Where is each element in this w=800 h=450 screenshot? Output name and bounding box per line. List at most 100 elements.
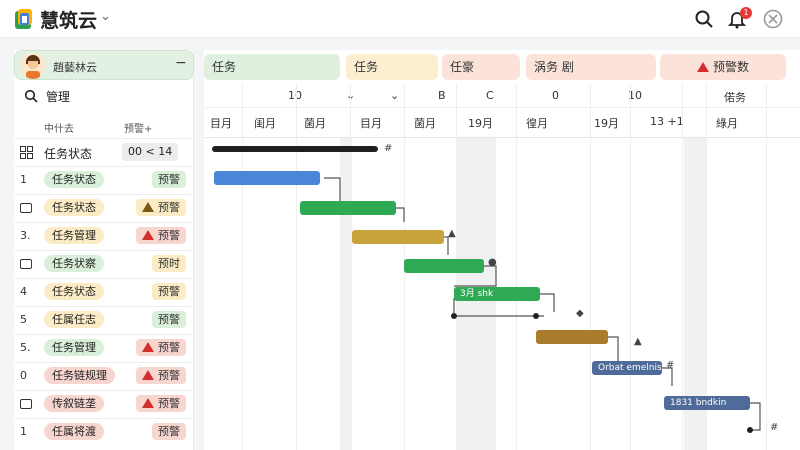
task-row[interactable]: 任务状态 预警	[14, 194, 194, 222]
user-menu-icon[interactable]	[763, 9, 783, 29]
gantt-bar[interactable]: 3月 shk	[454, 287, 540, 301]
bell-icon[interactable]	[727, 9, 747, 29]
status-text: 预警	[158, 173, 180, 186]
scale-top-label[interactable]: 10	[288, 89, 302, 102]
task-name-pill[interactable]: 传叙链垄	[44, 395, 104, 412]
scale-top-label[interactable]: 偌务	[724, 91, 746, 104]
status-text: 预时	[158, 257, 180, 270]
task-row[interactable]: 0 任务链规理 预警	[14, 362, 194, 390]
column-header-name[interactable]: 中什去	[44, 124, 74, 135]
milestone-marker[interactable]: #	[666, 360, 675, 371]
gantt-bar[interactable]	[214, 171, 320, 185]
status-badge[interactable]: 预警	[136, 199, 186, 216]
scale-top-label[interactable]: C	[486, 89, 494, 102]
warning-icon	[142, 370, 154, 380]
gantt-tab-1[interactable]: 任务	[346, 54, 438, 80]
scale-bottom-label[interactable]: 19月	[594, 117, 619, 130]
scale-top-label[interactable]: ⌄	[390, 89, 400, 102]
scale-top-label[interactable]: 0	[552, 89, 559, 102]
scale-bottom-label[interactable]: 菌月	[304, 117, 326, 130]
gantt-bar[interactable]	[212, 146, 378, 152]
status-badge[interactable]: 预时	[152, 255, 186, 272]
status-text: 预警	[158, 397, 180, 410]
status-badge[interactable]: 预警	[136, 367, 186, 384]
gantt-bar[interactable]	[404, 259, 484, 273]
task-name-pill[interactable]: 任务状态	[44, 199, 104, 216]
status-text: 预警	[158, 369, 180, 382]
task-name-pill[interactable]: 任属将渡	[44, 423, 104, 440]
top-bar: 慧筑云 ⌄ 1	[0, 0, 800, 38]
task-name-pill[interactable]: 任务状态	[44, 283, 104, 300]
scale-bottom-label[interactable]: 綠月	[716, 117, 738, 130]
status-badge[interactable]: 预警	[136, 339, 186, 356]
gridline	[516, 84, 517, 450]
milestone-marker[interactable]: #	[770, 422, 779, 433]
status-badge[interactable]: 预警	[152, 423, 186, 440]
gantt-bar[interactable]: Orbat emelnis	[592, 361, 662, 375]
gantt-tab-label: 任务	[354, 60, 379, 74]
gridline	[766, 84, 767, 450]
summary-row[interactable]: 任务状态 00 < 14	[14, 138, 194, 166]
status-badge[interactable]: 预警	[152, 171, 186, 188]
chevron-down-icon[interactable]: ⌄	[100, 9, 111, 24]
search-icon[interactable]	[694, 9, 714, 29]
status-badge[interactable]: 预警	[136, 395, 186, 412]
scale-bottom-label[interactable]: 徨月	[526, 117, 548, 130]
gantt-bar[interactable]	[536, 330, 608, 344]
link-node	[747, 427, 753, 433]
scale-top-label[interactable]: B	[438, 89, 446, 102]
task-row[interactable]: 3.任务管理预警	[14, 222, 194, 250]
gantt-tab-3[interactable]: 涡务 剧	[526, 54, 656, 80]
task-name-pill[interactable]: 任属任志	[44, 311, 104, 328]
milestone-marker[interactable]: ●	[488, 257, 497, 268]
gantt-tab-0[interactable]: 任务	[204, 54, 340, 80]
milestone-marker[interactable]: ▲	[634, 336, 642, 347]
task-row[interactable]: 5 任属任志 预警	[14, 306, 194, 334]
gantt-tab-2[interactable]: 任豪	[442, 54, 520, 80]
gantt-bar[interactable]	[300, 201, 396, 215]
user-card[interactable]: 趙藝林云 −	[14, 50, 194, 80]
collapse-button[interactable]: −	[175, 55, 187, 71]
task-row[interactable]: 任务状察 预时	[14, 250, 194, 278]
status-badge[interactable]: 预警	[136, 227, 186, 244]
app-title[interactable]: 慧筑云	[40, 10, 98, 32]
gantt-bar[interactable]: 1831 bndkin	[664, 396, 750, 410]
dependency-link	[540, 293, 555, 312]
dependency-link	[444, 236, 449, 255]
avatar	[21, 53, 45, 79]
task-name-pill[interactable]: 任务状察	[44, 255, 104, 272]
task-name-pill[interactable]: 任务链规理	[44, 367, 115, 384]
summary-value[interactable]: 00 < 14	[122, 143, 179, 161]
status-text: 预警	[158, 313, 180, 326]
status-badge[interactable]: 预警	[152, 283, 186, 300]
task-name-pill[interactable]: 任务管理	[44, 227, 104, 244]
gantt-bar[interactable]	[352, 230, 444, 244]
search-row[interactable]: 管理	[22, 86, 192, 108]
scale-bottom-label[interactable]: 目月	[210, 117, 232, 130]
scale-bottom-label[interactable]: 19月	[468, 117, 493, 130]
status-badge[interactable]: 预警	[152, 311, 186, 328]
task-name-pill[interactable]: 任务管理	[44, 339, 104, 356]
milestone-marker[interactable]: ▲	[448, 228, 456, 239]
app-logo-icon[interactable]	[14, 8, 34, 30]
milestone-marker[interactable]: ◆	[576, 308, 584, 319]
task-row[interactable]: 5.任务管理预警	[14, 334, 194, 362]
task-row-number: 5	[20, 313, 27, 326]
milestone-marker[interactable]: #	[384, 143, 393, 154]
task-name-pill[interactable]: 任务状态	[44, 171, 104, 188]
scale-top-label[interactable]: 10	[628, 89, 642, 102]
task-row[interactable]: 传叙链垄 预警	[14, 390, 194, 418]
status-text: 预警	[158, 285, 180, 298]
scale-bottom-label[interactable]: 目月	[360, 117, 382, 130]
scale-bottom-label[interactable]: 菌月	[414, 117, 436, 130]
task-row-number: 0	[20, 369, 27, 382]
scale-bottom-label[interactable]: 闺月	[254, 117, 276, 130]
column-header-status[interactable]: 预警+	[124, 124, 153, 135]
gantt-tab-4[interactable]: 预警数	[660, 54, 786, 80]
scale-bottom-label[interactable]: 13 +1	[650, 115, 684, 128]
